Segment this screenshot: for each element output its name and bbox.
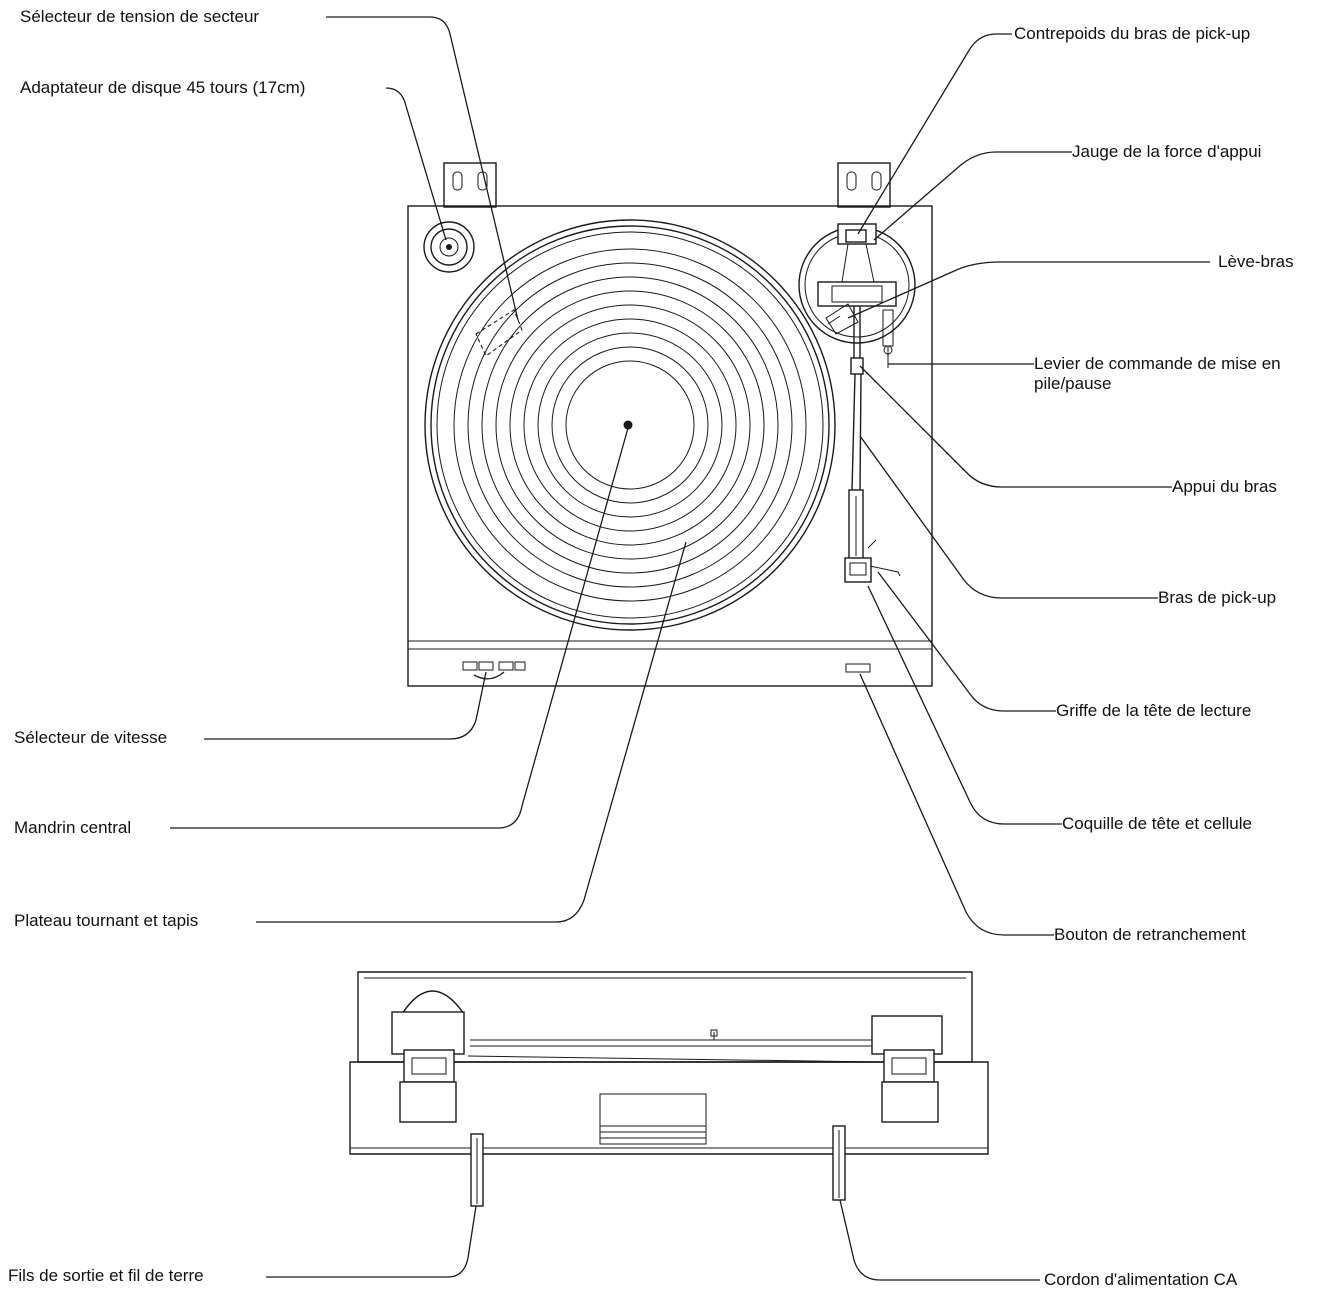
label-speed-selector: Sélecteur de vitesse xyxy=(14,728,168,747)
tonearm xyxy=(844,306,901,583)
label-stack-pause-lever: Levier de commande de mise en pile/pause xyxy=(1034,354,1281,393)
label-arm-rest: Appui du bras xyxy=(1172,477,1277,496)
label-ac-cord: Cordon d'alimentation CA xyxy=(1044,1270,1238,1289)
label-voltage-selector: Sélecteur de tension de secteur xyxy=(20,7,260,26)
platter xyxy=(424,219,836,631)
voltage-selector-outline xyxy=(475,309,523,357)
label-headshell-clamp: Griffe de la tête de lecture xyxy=(1056,701,1252,720)
hinge-left xyxy=(443,162,497,208)
label-platter-mat: Plateau tournant et tapis xyxy=(14,911,199,930)
label-45-adapter: Adaptateur de disque 45 tours (17cm) xyxy=(20,78,306,97)
turntable-rear-view xyxy=(266,971,1040,1281)
rear-hinge-left xyxy=(391,1011,465,1123)
label-reject-button: Bouton de retranchement xyxy=(1054,925,1246,944)
rating-plate xyxy=(599,1093,707,1145)
speed-selector-buttons xyxy=(462,661,526,671)
label-arm-lift: Lève-bras xyxy=(1218,252,1294,271)
output-leads xyxy=(470,1133,484,1207)
label-tracking-force-gauge: Jauge de la force d'appui xyxy=(1072,142,1262,161)
rear-hinge-right xyxy=(871,1015,943,1123)
plinth xyxy=(407,205,933,687)
label-counterweight: Contrepoids du bras de pick-up xyxy=(1014,24,1251,43)
turntable-top-view xyxy=(407,162,933,687)
leader-lines xyxy=(170,16,1210,936)
label-tonearm: Bras de pick-up xyxy=(1158,588,1277,607)
hinge-right xyxy=(837,162,891,208)
reject-button xyxy=(845,663,871,673)
tonearm-base xyxy=(798,223,916,368)
spindle xyxy=(623,420,633,430)
adapter-45-icon xyxy=(423,221,475,273)
ac-cord xyxy=(832,1125,846,1201)
label-center-spindle: Mandrin central xyxy=(14,818,132,837)
label-output-leads: Fils de sortie et fil de terre xyxy=(8,1266,204,1285)
label-headshell-cartridge: Coquille de tête et cellule xyxy=(1062,814,1252,833)
